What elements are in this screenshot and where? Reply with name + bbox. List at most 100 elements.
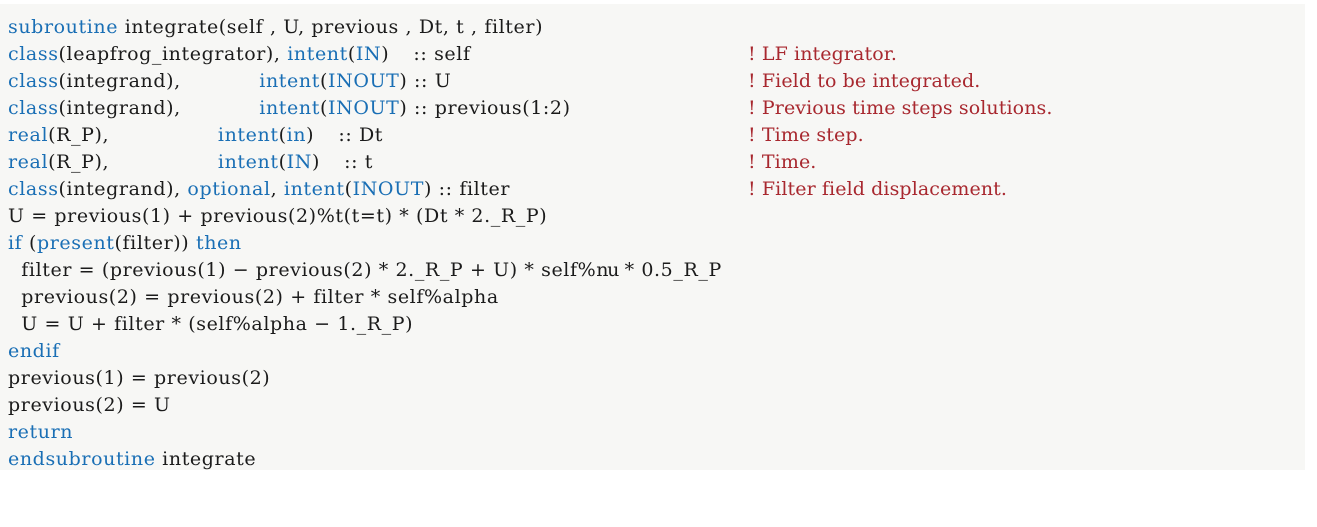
code-listing-panel: subroutine integrate(self , U, previous … xyxy=(0,4,1305,470)
keyword-intent: intent xyxy=(283,178,345,200)
type-spec: (R_P), xyxy=(48,151,110,173)
decl-separator: :: xyxy=(338,124,353,146)
statement-assign-filter-tail: * 0.5_R_P xyxy=(617,259,722,281)
comma: , xyxy=(270,178,278,200)
statement-update-u: U = U + filter * (self%alpha − 1._R_P) xyxy=(8,313,414,335)
code-line-source: real(R_P), intent(in) :: Dt xyxy=(8,122,383,149)
decl-separator: :: xyxy=(414,70,429,92)
statement-shift-previous1: previous(1) = previous(2) xyxy=(8,367,271,389)
spacer xyxy=(432,178,439,200)
statement-assign-filter: filter = (previous(1) − previous(2) * 2.… xyxy=(8,259,597,281)
keyword-optional: optional xyxy=(187,178,271,200)
code-line-source: U = U + filter * (self%alpha − 1._R_P) xyxy=(8,311,413,338)
decl-separator: :: xyxy=(414,97,429,119)
statement-assign-u: U = previous(1) + previous(2)%t(t=t) * (… xyxy=(8,205,548,227)
code-line: previous(2) = previous(2) + filter * sel… xyxy=(0,284,1305,311)
paren-close: ) xyxy=(381,43,390,65)
spacer xyxy=(181,97,260,119)
paren-close: ) xyxy=(311,151,320,173)
code-line: filter = (previous(1) − previous(2) * 2.… xyxy=(0,257,1305,284)
type-spec: (leapfrog_integrator), xyxy=(58,43,288,65)
code-line-source: real(R_P), intent(IN) :: t xyxy=(8,149,373,176)
keyword-real: real xyxy=(8,124,49,146)
code-line: return xyxy=(0,419,1305,446)
keyword-endif: endif xyxy=(8,340,60,362)
present-arg: (filter)) xyxy=(114,232,196,254)
code-line: class(integrand), intent(INOUT) :: U ! F… xyxy=(0,68,1305,95)
code-line-source: class(integrand), intent(INOUT) :: U xyxy=(8,68,451,95)
keyword-intent: intent xyxy=(217,124,279,146)
code-line-source: class(leapfrog_integrator), intent(IN) :… xyxy=(8,41,471,68)
decl-name: self xyxy=(434,43,471,65)
spacer xyxy=(428,70,435,92)
intent-attr-inout: INOUT xyxy=(352,178,424,200)
keyword-intent: intent xyxy=(259,70,320,92)
decl-separator: :: xyxy=(344,151,359,173)
type-spec: (integrand), xyxy=(58,97,181,119)
keyword-class: class xyxy=(8,43,59,65)
spacer xyxy=(358,151,365,173)
code-line-source: endsubroutine integrate xyxy=(8,446,256,473)
keyword-return: return xyxy=(8,421,74,443)
code-line-source: return xyxy=(8,419,73,446)
code-comment: ! LF integrator. xyxy=(748,43,897,65)
code-line-source: class(integrand), optional, intent(INOUT… xyxy=(8,176,510,203)
code-line-source: previous(1) = previous(2) xyxy=(8,365,270,392)
code-line-source: previous(2) = U xyxy=(8,392,171,419)
type-spec: (integrand), xyxy=(58,70,181,92)
code-line: class(integrand), intent(INOUT) :: previ… xyxy=(0,95,1305,122)
signature-args: integrate(self , U, previous , Dt, t , f… xyxy=(118,16,544,38)
keyword-if: if xyxy=(8,232,23,254)
decl-name: previous(1:2) xyxy=(434,97,571,119)
code-line: endif xyxy=(0,338,1305,365)
paren-open: ( xyxy=(319,97,328,119)
code-line: class(integrand), optional, intent(INOUT… xyxy=(0,176,1305,203)
spacer xyxy=(277,178,284,200)
paren-open: ( xyxy=(347,43,356,65)
keyword-class: class xyxy=(8,70,59,92)
code-comment: ! Field to be integrated. xyxy=(748,70,981,92)
paren-open: ( xyxy=(278,124,287,146)
decl-name: t xyxy=(364,151,374,173)
intent-attr-in: IN xyxy=(286,151,312,173)
spacer xyxy=(109,151,218,173)
code-comment: ! Previous time steps solutions. xyxy=(748,97,1053,119)
code-line-source: class(integrand), intent(INOUT) :: previ… xyxy=(8,95,571,122)
code-line: U = previous(1) + previous(2)%t(t=t) * (… xyxy=(0,203,1305,230)
decl-name: filter xyxy=(459,178,511,200)
code-comment: ! Time. xyxy=(748,151,817,173)
code-line: previous(1) = previous(2) xyxy=(0,365,1305,392)
keyword-endsubroutine: endsubroutine xyxy=(8,448,156,470)
paren-close: ) xyxy=(399,97,408,119)
decl-name: U xyxy=(434,70,452,92)
spacer xyxy=(320,151,344,173)
keyword-subroutine: subroutine xyxy=(8,16,119,38)
paren-close: ) xyxy=(399,70,408,92)
member-nu: nu xyxy=(596,259,619,281)
spacer xyxy=(181,70,260,92)
code-comment: ! Filter field displacement. xyxy=(748,178,1008,200)
code-line: class(leapfrog_integrator), intent(IN) :… xyxy=(0,41,1305,68)
paren-open: ( xyxy=(319,70,328,92)
code-line: real(R_P), intent(in) :: Dt ! Time step. xyxy=(0,122,1305,149)
decl-separator: :: xyxy=(438,178,453,200)
statement-shift-previous2: previous(2) = U xyxy=(8,394,171,416)
intent-attr-in: in xyxy=(286,124,307,146)
intrinsic-present: present xyxy=(36,232,115,254)
type-spec: (R_P), xyxy=(48,124,110,146)
intent-attr-inout: INOUT xyxy=(327,70,400,92)
code-line-source: if (present(filter)) then xyxy=(8,230,242,257)
code-line: real(R_P), intent(IN) :: t ! Time. xyxy=(0,149,1305,176)
code-line: U = U + filter * (self%alpha − 1._R_P) xyxy=(0,311,1305,338)
paren-close: ) xyxy=(306,124,315,146)
intent-attr-inout: INOUT xyxy=(327,97,400,119)
code-line-source: filter = (previous(1) − previous(2) * 2.… xyxy=(8,257,722,284)
decl-separator: :: xyxy=(413,43,428,65)
spacer xyxy=(314,124,338,146)
keyword-real: real xyxy=(8,151,49,173)
code-line: endsubroutine integrate xyxy=(0,446,1305,473)
code-line: subroutine integrate(self , U, previous … xyxy=(0,14,1305,41)
code-line-source: subroutine integrate(self , U, previous … xyxy=(8,14,543,41)
code-line-source: U = previous(1) + previous(2)%t(t=t) * (… xyxy=(8,203,547,230)
paren-open: ( xyxy=(278,151,287,173)
